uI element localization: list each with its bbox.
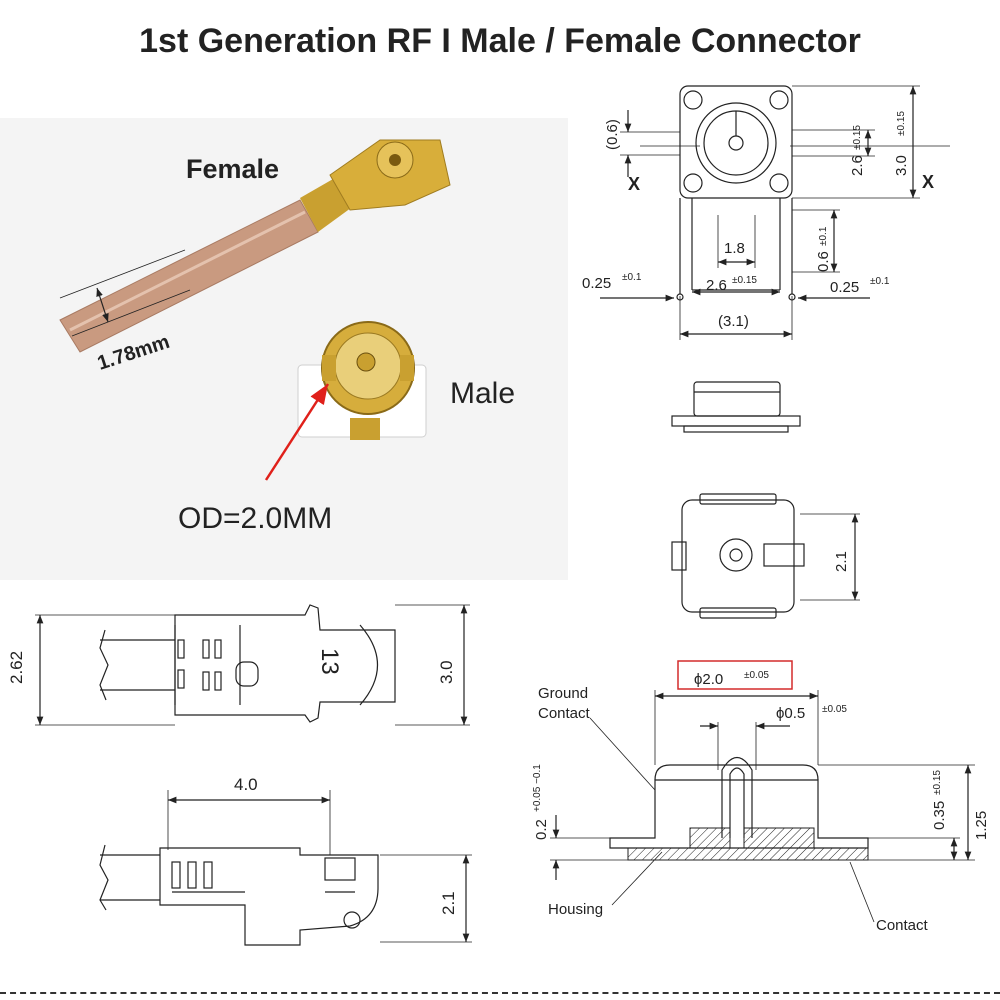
dim-025-left-label: 0.25 — [582, 275, 611, 292]
phi20-label: ϕ2.0 — [694, 671, 723, 688]
dim-035-tol: ±0.15 — [932, 770, 943, 795]
female-side-view-drawing — [99, 790, 472, 946]
male-label: Male — [450, 377, 515, 410]
dim-30-tol: ±0.15 — [896, 111, 907, 136]
page-title: 1st Generation RF I Male / Female Connec… — [139, 22, 861, 60]
dim-31-label: (3.1) — [718, 313, 749, 330]
dim-262-label: 2.62 — [7, 651, 26, 684]
dim-bottom-21-label: 2.1 — [833, 551, 850, 572]
dim-side-21-label: 2.1 — [439, 891, 458, 915]
dim-06b-label: 0.6 — [815, 251, 832, 272]
female-plan-view-drawing — [35, 604, 470, 726]
phi05-label: ϕ0.5 — [776, 705, 805, 722]
bottom-divider — [0, 992, 1000, 994]
cable-diameter-dimension — [59, 249, 191, 337]
ground-contact-label-line1: Ground — [538, 685, 588, 702]
dim-025-right-label: 0.25 — [830, 279, 859, 296]
product-photo-area — [0, 118, 568, 580]
od-label: OD=2.0MM — [178, 502, 332, 535]
marking-13-label: 13 — [316, 648, 343, 675]
female-cable-photo — [59, 139, 451, 353]
male-top-view-drawing — [600, 85, 950, 340]
contact-label: Contact — [876, 917, 929, 934]
dim-025-left-tol: ±0.1 — [622, 272, 642, 283]
male-bottom-view-drawing — [671, 493, 860, 619]
dim-40-label: 4.0 — [234, 775, 258, 794]
ground-contact-label-line2: Contact — [538, 705, 591, 722]
section-x-left-label: X — [628, 174, 640, 194]
cross-section-drawing — [550, 690, 975, 923]
dim-125-label: 1.25 — [973, 811, 990, 840]
dim-035-label: 0.35 — [931, 801, 948, 830]
dim-06-label: (0.6) — [604, 119, 621, 150]
dim-26-tol: ±0.15 — [852, 125, 863, 150]
dim-02-tol: +0.05 −0.1 — [532, 764, 543, 812]
dim-26b-tol: ±0.15 — [732, 275, 757, 286]
section-x-right-label: X — [922, 172, 934, 192]
dim-06b-tol: ±0.1 — [818, 226, 829, 246]
dim-18-label: 1.8 — [724, 240, 745, 257]
male-connector-photo — [297, 321, 427, 440]
dim-30-label: 3.0 — [893, 155, 910, 176]
dim-02-label: 0.2 — [533, 819, 550, 840]
dim-26b-label: 2.6 — [706, 277, 727, 294]
female-label: Female — [186, 154, 279, 184]
phi20-highlight-box — [677, 660, 793, 690]
dim-26-label: 2.6 — [849, 155, 866, 176]
od-arrow — [264, 383, 330, 481]
housing-label: Housing — [548, 901, 603, 918]
phi20-tol: ±0.05 — [744, 670, 769, 681]
male-side-view-drawing — [671, 381, 801, 433]
phi05-tol: ±0.05 — [822, 704, 847, 715]
dim-plan-30-label: 3.0 — [437, 660, 456, 684]
dim-025-right-tol: ±0.1 — [870, 276, 890, 287]
